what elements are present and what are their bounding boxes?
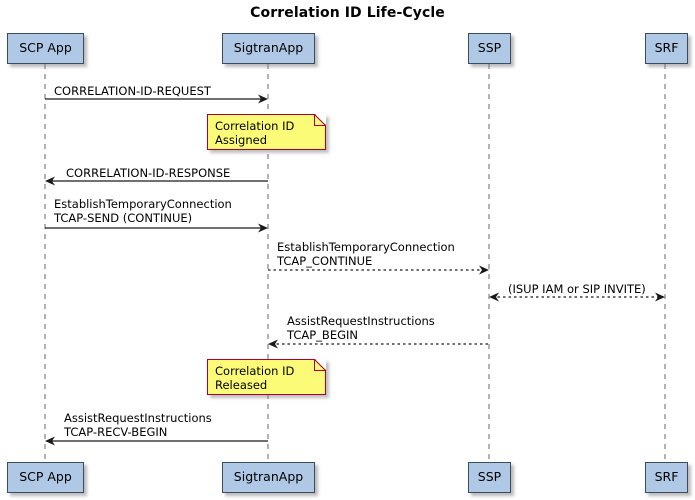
message-label-line: TCAP_BEGIN (287, 328, 358, 342)
participant-ssp-top[interactable]: SSP (468, 33, 511, 64)
message-label-isup-iam-or-sip-invite: (ISUP IAM or SIP INVITE) (508, 282, 646, 296)
participant-sigtran-app-bottom[interactable]: SigtranApp (222, 462, 315, 493)
note-text-line: Assigned (215, 133, 268, 147)
participant-label: SRF (654, 469, 679, 485)
arrow-head (258, 94, 268, 104)
participant-label: SSP (477, 469, 502, 485)
participant-label: SigtranApp (233, 40, 304, 56)
page-title: Correlation ID Life-Cycle (250, 5, 445, 21)
participant-sigtran-app-top[interactable]: SigtranApp (222, 33, 315, 64)
arrow-head (479, 265, 489, 275)
note-fold-icon (315, 359, 326, 370)
arrow-head (268, 339, 278, 349)
note-text-line: Correlation ID (215, 119, 295, 133)
arrow-head (655, 292, 665, 302)
participant-scp-app-bottom[interactable]: SCP App (7, 462, 84, 493)
note-text-line: Released (215, 378, 268, 392)
participant-ssp-bottom[interactable]: SSP (468, 462, 511, 493)
message-label-line: EstablishTemporaryConnection (277, 240, 455, 254)
message-establish-temporary-connection-tcap-continue (268, 265, 489, 275)
message-isup-iam-or-sip-invite (489, 292, 665, 302)
message-label-line: TCAP_CONTINUE (277, 254, 373, 268)
participant-srf-top[interactable]: SRF (645, 33, 688, 64)
participant-label: SRF (654, 40, 679, 56)
note-text-line: Correlation ID (215, 364, 295, 378)
message-label-correlation-id-request: CORRELATION-ID-REQUEST (54, 84, 211, 98)
arrow-head (45, 176, 55, 186)
participant-label: SCP App (19, 469, 72, 485)
participant-label: SSP (477, 40, 502, 56)
participant-label: SCP App (19, 40, 72, 56)
message-label-line: CORRELATION-ID-REQUEST (54, 84, 211, 98)
message-label-line: AssistRequestInstructions (287, 314, 435, 328)
note-fold-edge-icon (314, 114, 326, 126)
arrow-head (45, 436, 55, 446)
message-label-line: AssistRequestInstructions (64, 411, 212, 425)
participant-scp-app-top[interactable]: SCP App (7, 33, 84, 64)
message-label-line: CORRELATION-ID-RESPONSE (66, 166, 231, 180)
message-label-correlation-id-response: CORRELATION-ID-RESPONSE (66, 166, 230, 180)
message-label-line: (ISUP IAM or SIP INVITE) (508, 282, 646, 296)
message-label-line: EstablishTemporaryConnection (54, 197, 232, 211)
note-fold-icon (315, 114, 326, 125)
participant-label: SigtranApp (233, 469, 304, 485)
message-correlation-id-request (45, 94, 268, 104)
message-assist-request-instructions-tcap-begin (268, 339, 489, 349)
message-establish-temporary-connection-tcap-send (45, 223, 268, 233)
message-assist-request-instructions-tcap-recv-begin (45, 436, 268, 446)
message-label-line: TCAP-RECV-BEGIN (64, 425, 168, 439)
arrow-head (258, 223, 268, 233)
participant-srf-bottom[interactable]: SRF (645, 462, 688, 493)
arrow-head (489, 292, 499, 302)
note-fold-edge-icon (314, 359, 326, 371)
message-correlation-id-response (45, 176, 268, 186)
message-label-line: TCAP-SEND (CONTINUE) (54, 211, 193, 225)
